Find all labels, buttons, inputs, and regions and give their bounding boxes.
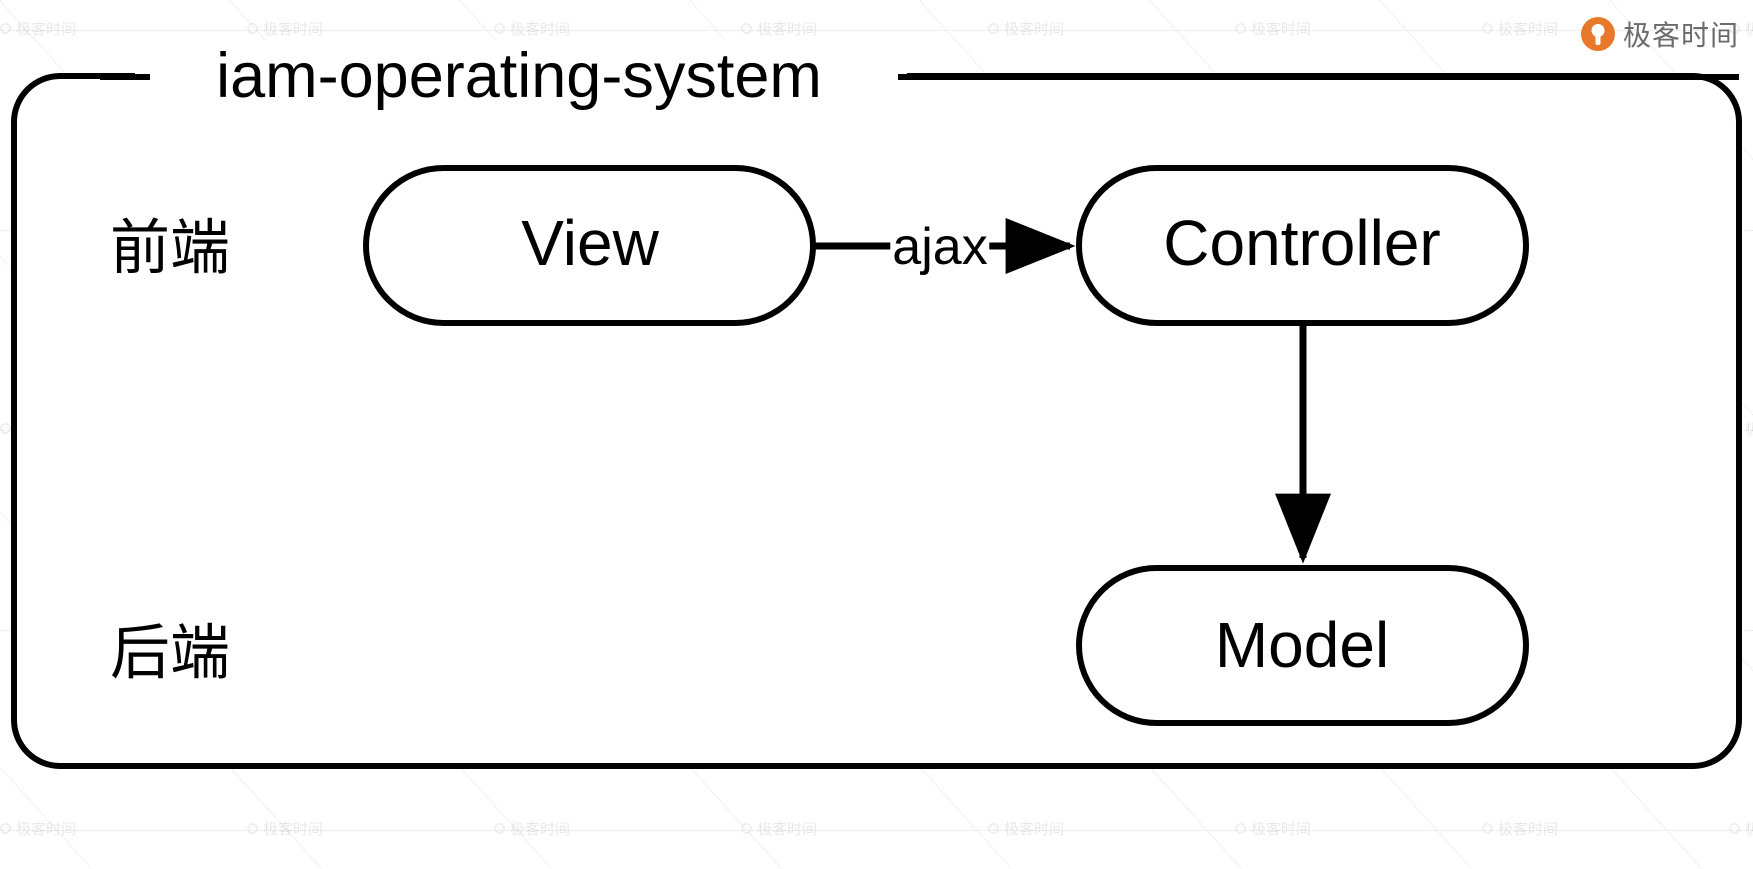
brand-logo: 极客时间 [1580,14,1739,54]
edge-label-ajax: ajax [890,217,990,277]
node-view-label[interactable]: View [521,207,659,279]
lane-label-frontend: 前端 [110,213,230,284]
node-controller-label[interactable]: Controller [1163,207,1441,279]
node-model-label[interactable]: Model [1214,609,1390,681]
node-model-shape[interactable] [1076,565,1529,726]
node-controller-shape[interactable] [1076,165,1529,326]
geektime-logo-icon [1580,17,1615,51]
brand-name: 极客时间 [1622,19,1739,52]
lane-label-backend: 后端 [110,618,230,689]
subgraph-title: iam-operating-system [202,40,836,112]
